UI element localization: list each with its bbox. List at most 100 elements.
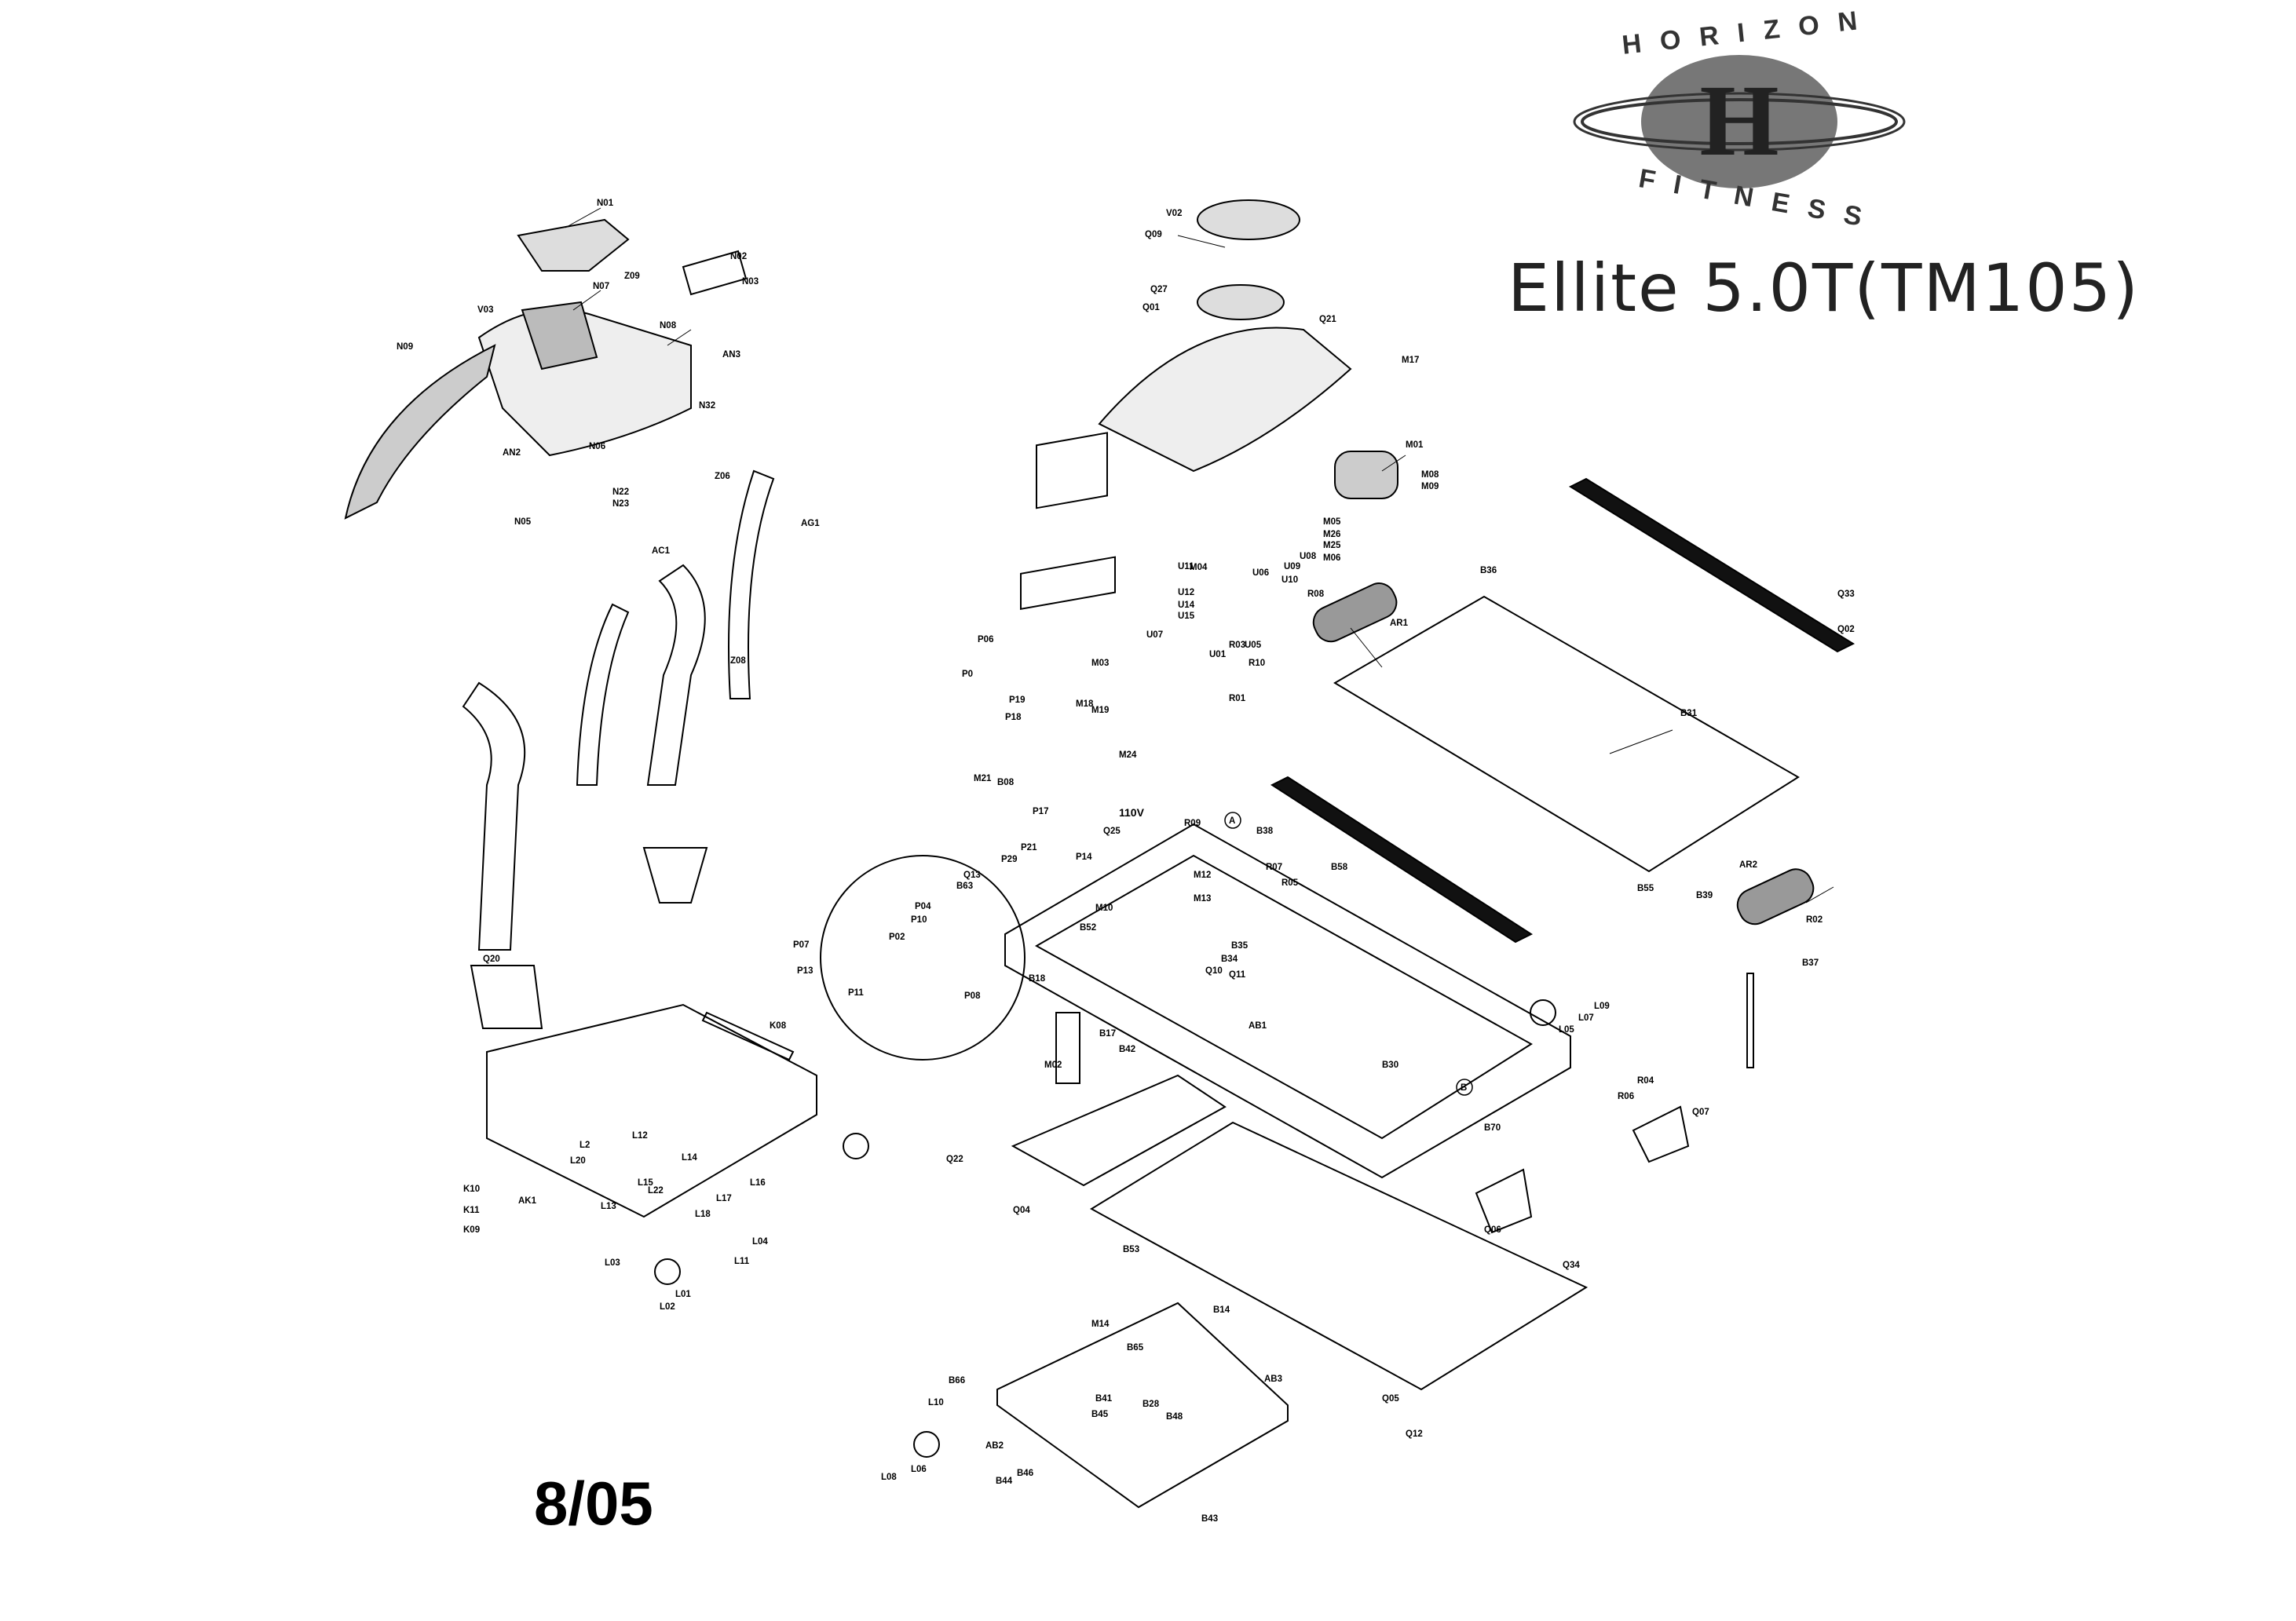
part-label: M09 bbox=[1421, 482, 1439, 491]
part-label: N09 bbox=[397, 342, 413, 352]
part-label: R09 bbox=[1184, 819, 1201, 828]
running-belt-upper-shape bbox=[1568, 477, 1855, 653]
part-label: AC1 bbox=[652, 546, 671, 556]
part-label: B37 bbox=[1802, 958, 1819, 968]
handrail-tube-right-shape bbox=[728, 469, 775, 699]
part-label: U14 bbox=[1178, 601, 1195, 610]
part-label: N23 bbox=[612, 499, 629, 509]
part-label: U09 bbox=[1284, 562, 1300, 571]
part-label: B55 bbox=[1637, 884, 1654, 893]
part-label: B41 bbox=[1095, 1394, 1113, 1404]
rear-endcap-right-shape bbox=[1475, 1168, 1533, 1234]
model-title: Ellite 5.0T(TM105) bbox=[1508, 250, 2140, 327]
hood-pad-shape bbox=[1197, 284, 1285, 320]
part-label: P13 bbox=[797, 966, 813, 976]
console-display-shape bbox=[521, 301, 598, 371]
part-label: L03 bbox=[605, 1258, 620, 1268]
callout-circle-a: A bbox=[1224, 812, 1241, 829]
svg-text:B: B bbox=[1461, 1083, 1467, 1093]
part-label: M05 bbox=[1323, 517, 1341, 527]
part-label: M18 bbox=[1076, 699, 1094, 709]
part-label: L22 bbox=[648, 1186, 664, 1196]
part-label: AN2 bbox=[503, 448, 521, 458]
part-label: Q13 bbox=[963, 871, 981, 880]
part-label: L06 bbox=[911, 1465, 927, 1474]
part-label: N32 bbox=[699, 401, 715, 411]
part-label: N03 bbox=[742, 277, 759, 287]
drive-motor-shape bbox=[1334, 451, 1398, 499]
part-label: B42 bbox=[1119, 1045, 1135, 1054]
part-label: B52 bbox=[1080, 923, 1096, 933]
part-label: U05 bbox=[1245, 641, 1262, 650]
part-label: M24 bbox=[1119, 750, 1137, 760]
part-label: AB3 bbox=[1264, 1375, 1282, 1384]
part-label: M17 bbox=[1402, 356, 1419, 365]
part-label: N06 bbox=[589, 442, 605, 451]
part-label: P07 bbox=[793, 940, 809, 950]
part-label: Q21 bbox=[1319, 315, 1336, 324]
part-label: P06 bbox=[978, 635, 993, 644]
rear-endcap-left-shape bbox=[1632, 1105, 1690, 1163]
part-label: M19 bbox=[1091, 706, 1109, 715]
date-code: 8/05 bbox=[534, 1469, 653, 1538]
part-label: L16 bbox=[750, 1178, 766, 1188]
part-label: M03 bbox=[1091, 659, 1109, 668]
stabilizer-bar-shape bbox=[701, 1011, 795, 1061]
part-label: B35 bbox=[1231, 941, 1249, 951]
part-label: Q01 bbox=[1143, 303, 1160, 312]
part-label: Q02 bbox=[1837, 625, 1855, 634]
front-roller-shape bbox=[1312, 582, 1398, 643]
part-label: K11 bbox=[463, 1206, 480, 1215]
part-label: L04 bbox=[752, 1237, 768, 1247]
callout-circle-b: B bbox=[1456, 1079, 1473, 1096]
part-label: B45 bbox=[1091, 1410, 1109, 1419]
part-label: L12 bbox=[632, 1131, 648, 1141]
part-label: U01 bbox=[1209, 650, 1227, 659]
console-overlay-shape bbox=[517, 218, 630, 272]
wiring-inset-circle bbox=[820, 855, 1026, 1061]
part-label: M14 bbox=[1091, 1320, 1110, 1329]
part-label: P11 bbox=[848, 988, 864, 998]
part-label: B28 bbox=[1143, 1400, 1160, 1409]
part-label: N05 bbox=[514, 517, 532, 527]
part-label: R08 bbox=[1307, 590, 1325, 599]
part-label: P29 bbox=[1001, 855, 1017, 864]
upright-cover-shape bbox=[470, 965, 543, 1029]
part-label: Q22 bbox=[946, 1155, 963, 1164]
part-label: B58 bbox=[1331, 863, 1348, 872]
part-label: M12 bbox=[1194, 871, 1211, 880]
part-label: M06 bbox=[1323, 553, 1340, 563]
part-label: AB1 bbox=[1249, 1021, 1267, 1031]
deck-board-shape bbox=[1333, 595, 1800, 873]
part-label: L09 bbox=[1594, 1002, 1610, 1011]
part-label: B39 bbox=[1696, 891, 1713, 900]
part-label: B65 bbox=[1127, 1343, 1144, 1353]
part-label: B63 bbox=[956, 882, 973, 891]
wheel-front-left-shape bbox=[654, 1258, 681, 1285]
part-label: M25 bbox=[1323, 541, 1341, 550]
part-label: Q11 bbox=[1229, 970, 1246, 980]
upright-left-shape bbox=[462, 681, 526, 951]
part-label: P17 bbox=[1033, 807, 1048, 816]
part-label: N07 bbox=[593, 282, 609, 291]
part-label: B31 bbox=[1680, 709, 1698, 718]
part-label: L05 bbox=[1559, 1025, 1574, 1035]
part-label: R03 bbox=[1229, 641, 1245, 650]
controller-bracket-shape bbox=[1020, 556, 1116, 610]
part-label: AR2 bbox=[1739, 860, 1757, 870]
part-label: M01 bbox=[1406, 440, 1424, 450]
part-label: Q10 bbox=[1205, 966, 1223, 976]
part-label: B17 bbox=[1099, 1029, 1116, 1039]
part-label: U07 bbox=[1146, 630, 1163, 640]
part-label: L11 bbox=[734, 1257, 750, 1266]
part-label: B38 bbox=[1256, 827, 1274, 836]
part-label: P02 bbox=[889, 933, 905, 942]
part-label: P19 bbox=[1009, 695, 1025, 705]
hood-window-shape bbox=[1197, 199, 1300, 240]
part-label: Q06 bbox=[1484, 1225, 1501, 1235]
part-label: L17 bbox=[716, 1194, 732, 1203]
part-label: Q04 bbox=[1013, 1206, 1030, 1215]
part-label: L14 bbox=[682, 1153, 697, 1163]
base-frame-left-shape bbox=[486, 1003, 817, 1218]
